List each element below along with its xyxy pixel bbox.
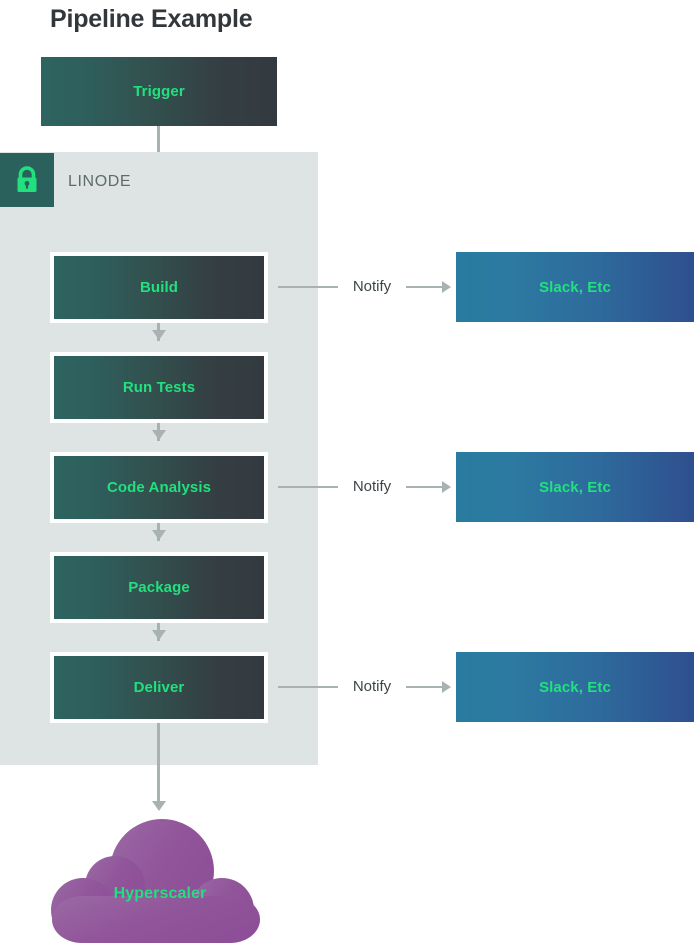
stage-build[interactable]: Build — [50, 252, 268, 323]
stage-trigger[interactable]: Trigger — [41, 57, 277, 126]
notify-label-3: Notify — [352, 678, 392, 695]
arrowhead-build-to-run-tests — [152, 330, 166, 340]
notify-label-2: Notify — [352, 478, 392, 495]
stage-deliver[interactable]: Deliver — [50, 652, 268, 723]
stage-deliver-label: Deliver — [133, 679, 185, 696]
notify-line-left-1 — [278, 286, 338, 288]
sink-slack-2-label: Slack, Etc — [539, 478, 611, 496]
sink-slack-3-label: Slack, Etc — [539, 678, 611, 696]
sink-slack-3[interactable]: Slack, Etc — [456, 652, 694, 722]
arrowhead-notify-2 — [442, 481, 451, 493]
sink-slack-2[interactable]: Slack, Etc — [456, 452, 694, 522]
arrowhead-notify-1 — [442, 281, 451, 293]
cloud-icon — [51, 819, 260, 943]
stage-run-tests[interactable]: Run Tests — [50, 352, 268, 423]
sink-slack-1[interactable]: Slack, Etc — [456, 252, 694, 322]
sink-slack-1-label: Slack, Etc — [539, 278, 611, 296]
arrowhead-code-analysis-to-package — [152, 530, 166, 540]
stage-package[interactable]: Package — [50, 552, 268, 623]
notify-line-right-3 — [406, 686, 444, 688]
cloud-shape[interactable] — [30, 818, 290, 944]
notify-label-1: Notify — [352, 278, 392, 295]
stage-build-label: Build — [140, 279, 178, 296]
notify-line-right-1 — [406, 286, 444, 288]
notify-line-right-2 — [406, 486, 444, 488]
lock-icon — [17, 166, 37, 192]
arrowhead-package-to-deliver — [152, 630, 166, 640]
connector-deliver-to-cloud — [157, 723, 160, 805]
stage-code-analysis[interactable]: Code Analysis — [50, 452, 268, 523]
page-title: Pipeline Example — [50, 5, 253, 33]
notify-line-left-3 — [278, 686, 338, 688]
stage-package-label: Package — [128, 579, 190, 596]
notify-line-left-2 — [278, 486, 338, 488]
arrowhead-notify-3 — [442, 681, 451, 693]
linode-panel-label: LINODE — [68, 173, 132, 190]
stage-run-tests-label: Run Tests — [122, 379, 196, 396]
arrowhead-run-tests-to-code-analysis — [152, 430, 166, 440]
stage-code-analysis-label: Code Analysis — [106, 479, 212, 496]
cloud-label: Hyperscaler — [113, 885, 207, 902]
linode-badge — [0, 153, 54, 207]
arrowhead-deliver-to-cloud — [152, 801, 166, 811]
stage-trigger-label: Trigger — [133, 83, 185, 100]
